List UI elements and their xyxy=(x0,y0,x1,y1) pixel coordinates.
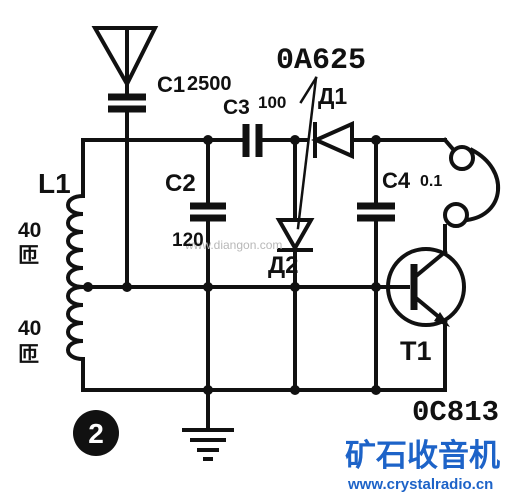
label-d1: Д1 xyxy=(318,83,347,109)
label-t1: T1 xyxy=(400,336,432,366)
label-turns-bottom-number: 40 xyxy=(18,317,41,340)
diode-d1 xyxy=(311,120,354,160)
brand-url: www.crystalradio.cn xyxy=(347,476,493,493)
ground-symbol xyxy=(182,388,234,461)
capacitor-c4 xyxy=(357,138,395,392)
capacitor-c3 xyxy=(242,124,263,157)
label-transistor-model: 0C813 xyxy=(412,396,499,429)
transistor-t1 xyxy=(386,224,466,392)
figure-number-badge: 2 xyxy=(73,410,119,456)
inductor-l1 xyxy=(66,138,86,392)
label-turns-top-unit: 匝 xyxy=(18,244,39,267)
antenna-symbol xyxy=(91,26,159,99)
label-c1: C1 xyxy=(157,72,185,97)
label-c4-value: 0.1 xyxy=(420,173,442,190)
earphone-terminals xyxy=(442,137,500,228)
junction-dots xyxy=(83,135,381,395)
label-c2: C2 xyxy=(165,170,196,197)
label-c3-value: 100 xyxy=(258,93,286,112)
brand-title: 矿石收音机 xyxy=(345,438,500,474)
label-l1: L1 xyxy=(38,168,71,199)
label-turns-top-number: 40 xyxy=(18,219,41,242)
label-c4: C4 xyxy=(382,168,411,193)
figure-number: 2 xyxy=(88,418,104,449)
watermark-text: www.diangon.com xyxy=(184,238,282,252)
capacitor-c2 xyxy=(190,138,226,392)
label-turns-bottom-unit: 匝 xyxy=(18,343,39,366)
diode-d2 xyxy=(275,138,315,392)
label-d2: Д2 xyxy=(268,252,298,279)
label-diode-model: 0A625 xyxy=(276,44,366,78)
label-c1-value: 2500 xyxy=(187,73,232,95)
label-c2-value: 120 xyxy=(172,230,204,251)
label-c3: C3 xyxy=(223,96,250,119)
model-pointer-arrow xyxy=(296,76,318,230)
